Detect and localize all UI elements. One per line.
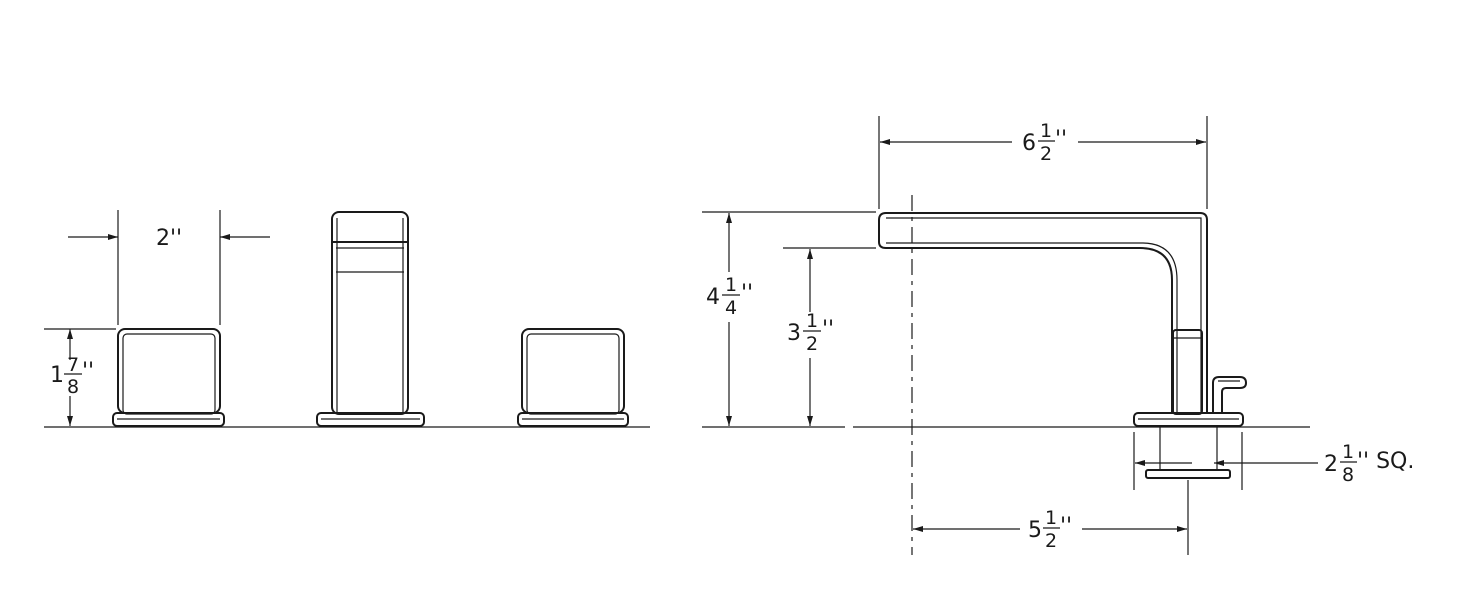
right-handle — [517, 328, 629, 427]
dim-spout-reach-total-whole: 6 — [1022, 131, 1036, 156]
spout-front — [316, 211, 425, 427]
left-handle — [112, 328, 225, 427]
dim-handle-width: 2'' — [68, 210, 270, 325]
dim-base-square: 2 1 8 '' SQ. — [1133, 432, 1414, 490]
dim-spout-overall-height-whole: 4 — [706, 285, 720, 310]
dim-spout-clearance-whole: 3 — [787, 321, 801, 346]
dim-handle-height: 1 7 8 '' — [44, 328, 116, 426]
dim-handle-height-num: 7 — [67, 354, 79, 376]
dim-spout-reach-center-num: 1 — [1045, 507, 1057, 529]
front-view: 2'' 1 7 8 '' — [44, 210, 650, 428]
dim-spout-reach-center: 5 1 2 '' — [913, 480, 1189, 555]
dim-spout-reach-center-den: 2 — [1045, 530, 1057, 552]
dim-base-square-num: 1 — [1342, 441, 1354, 463]
dim-spout-reach-total-unit: '' — [1055, 127, 1067, 152]
dim-handle-width-label: 2'' — [156, 226, 182, 251]
dim-spout-overall-height: 4 1 4 '' — [702, 211, 876, 426]
dim-spout-overall-height-num: 1 — [725, 274, 737, 296]
dim-spout-clearance-unit: '' — [822, 317, 834, 342]
dim-spout-overall-height-unit: '' — [741, 281, 753, 306]
dim-spout-reach-total-num: 1 — [1040, 120, 1052, 142]
dim-base-square-whole: 2 — [1324, 452, 1338, 477]
dim-spout-reach-center-unit: '' — [1060, 514, 1072, 539]
spout-side — [878, 212, 1248, 479]
dim-spout-clearance-den: 2 — [806, 333, 818, 355]
dim-handle-height-unit: '' — [82, 359, 94, 384]
dim-handle-height-den: 8 — [67, 376, 79, 398]
dim-spout-clearance: 3 1 2 '' — [783, 247, 876, 426]
dim-handle-height-whole: 1 — [50, 363, 64, 388]
dim-spout-reach-total: 6 1 2 '' — [878, 116, 1208, 209]
dim-base-square-den: 8 — [1342, 464, 1354, 486]
dim-spout-reach-center-whole: 5 — [1028, 518, 1042, 543]
dim-spout-reach-total-den: 2 — [1040, 143, 1052, 165]
side-view: 6 1 2 '' 4 1 4 '' 3 1 2 '' — [702, 116, 1414, 555]
dim-base-square-unit: '' SQ. — [1357, 449, 1414, 474]
dim-spout-overall-height-den: 4 — [725, 297, 737, 319]
dim-spout-clearance-num: 1 — [806, 310, 818, 332]
